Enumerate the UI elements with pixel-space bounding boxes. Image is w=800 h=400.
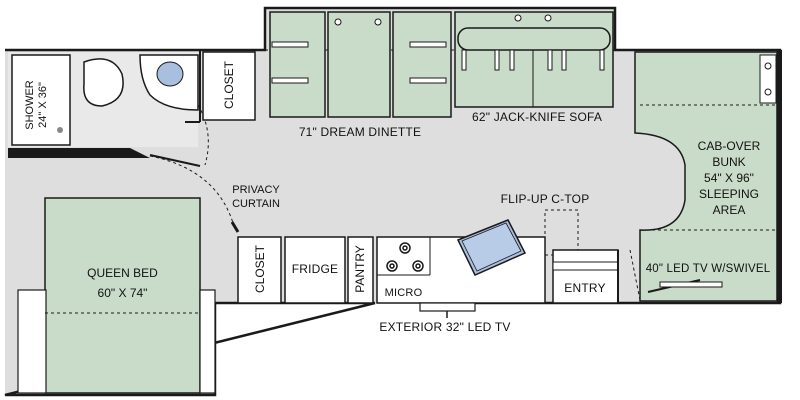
bathroom-wall bbox=[8, 148, 150, 158]
pantry bbox=[347, 236, 374, 304]
cab-over-line-2: BUNK bbox=[712, 155, 746, 169]
shower-text: SHOWER bbox=[24, 80, 36, 130]
flip-up-label: FLIP-UP C-TOP bbox=[500, 192, 590, 206]
shower-label: SHOWER 24" X 36" bbox=[24, 70, 50, 140]
cab-over-label: CAB-OVER BUNK 54" X 96" SLEEPING AREA bbox=[688, 138, 770, 218]
stove-burners bbox=[386, 242, 424, 272]
cab-over-line-5: AREA bbox=[712, 203, 746, 217]
fridge bbox=[284, 236, 346, 304]
closet-bottom-label: CLOSET bbox=[253, 245, 267, 294]
dinette-label: 71" DREAM DINETTE bbox=[298, 125, 422, 139]
dinette-seat-left bbox=[269, 11, 326, 118]
privacy-curtain bbox=[149, 155, 236, 231]
queen-bed bbox=[44, 197, 201, 394]
privacy-line-2: CURTAIN bbox=[232, 198, 280, 210]
dinette-table bbox=[327, 11, 391, 118]
cab-dash-unit bbox=[759, 54, 777, 104]
bath-sink bbox=[156, 61, 184, 87]
closet-bottom bbox=[237, 236, 282, 304]
exterior-tv bbox=[419, 302, 476, 312]
fridge-label: FRIDGE bbox=[291, 262, 339, 276]
sofa-back bbox=[457, 27, 611, 51]
exterior-tv-label: EXTERIOR 32" LED TV bbox=[379, 320, 511, 334]
cab-over-line-4: SLEEPING bbox=[698, 187, 760, 201]
bed-side-right bbox=[199, 289, 216, 394]
flip-up-ctop bbox=[544, 209, 579, 256]
queen-bed-text: QUEEN BED bbox=[87, 266, 158, 280]
entry-label: ENTRY bbox=[564, 281, 606, 295]
closet-top-label: CLOSET bbox=[222, 61, 236, 110]
privacy-line-1: PRIVACY bbox=[232, 184, 280, 196]
queen-bed-label: QUEEN BED 60" X 74" bbox=[60, 265, 185, 301]
closet-top bbox=[202, 51, 256, 121]
queen-size-text: 60" X 74" bbox=[97, 286, 148, 300]
shower-size-text: 24" X 36" bbox=[37, 82, 49, 128]
led-tv-label: 40" LED TV W/SWIVEL bbox=[645, 263, 771, 275]
entry-step bbox=[552, 249, 619, 304]
cab-over-line-3: 54" X 96" bbox=[704, 171, 754, 185]
dinette-seat-right bbox=[392, 11, 452, 118]
sofa bbox=[454, 11, 614, 108]
pantry-label: PANTRY bbox=[353, 245, 367, 293]
cab-over-line-1: CAB-OVER bbox=[697, 139, 761, 153]
toilet bbox=[83, 58, 124, 107]
bed-side-left bbox=[17, 289, 47, 394]
sofa-label: 62" JACK-KNIFE SOFA bbox=[471, 110, 603, 124]
front-wall bbox=[777, 50, 782, 303]
privacy-curtain-label: PRIVACY CURTAIN bbox=[228, 183, 284, 211]
micro-label: MICRO bbox=[384, 287, 423, 299]
